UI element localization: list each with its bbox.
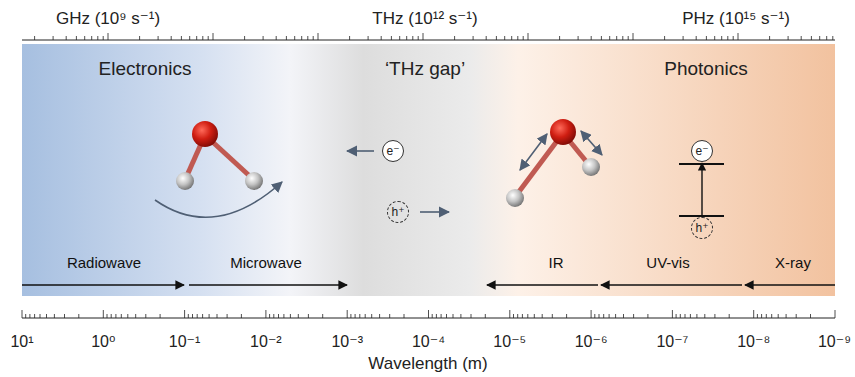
frequency-label: GHz (10⁹ s⁻¹) xyxy=(56,10,160,29)
tick-label: 10⁻⁹ xyxy=(818,333,851,351)
tick-label: 10⁻² xyxy=(250,333,282,351)
tick-label: 10⁰ xyxy=(91,333,115,351)
region-label: Electronics xyxy=(99,59,192,80)
carrier-symbol: h⁺ xyxy=(391,206,404,218)
carrier-symbol: h⁺ xyxy=(695,222,708,234)
axis-title: Wavelength (m) xyxy=(368,355,487,374)
tick-label: 10⁻⁷ xyxy=(656,333,688,351)
tick-label: 10⁻¹ xyxy=(169,333,201,351)
hole-circle: h⁺ xyxy=(691,217,713,239)
tick-label: 10⁻⁶ xyxy=(575,333,608,351)
tick-label: 10⁻⁵ xyxy=(493,333,526,351)
carrier-symbol: e⁻ xyxy=(695,145,708,157)
band-label: Radiowave xyxy=(67,255,141,272)
excitation-arrow xyxy=(701,163,702,216)
region-label: Photonics xyxy=(664,59,747,80)
tick-label: 10⁻⁸ xyxy=(737,333,770,351)
band-label: Microwave xyxy=(230,255,302,272)
tick-label: 10¹ xyxy=(10,333,33,351)
band-label: X-ray xyxy=(775,255,811,272)
carrier-symbol: e⁻ xyxy=(386,145,399,157)
tick-label: 10⁻⁴ xyxy=(412,333,445,351)
band-label: IR xyxy=(549,255,564,272)
tick-label: 10⁻³ xyxy=(331,333,363,351)
electron-circle: e⁻ xyxy=(691,140,713,162)
electron-circle: e⁻ xyxy=(382,140,404,162)
frequency-label: THz (10¹² s⁻¹) xyxy=(372,10,477,29)
hole-circle: h⁺ xyxy=(387,201,409,223)
region-label: ‘THz gap’ xyxy=(385,59,465,80)
band-label: UV-vis xyxy=(646,255,689,272)
frequency-label: PHz (10¹⁵ s⁻¹) xyxy=(682,10,790,29)
